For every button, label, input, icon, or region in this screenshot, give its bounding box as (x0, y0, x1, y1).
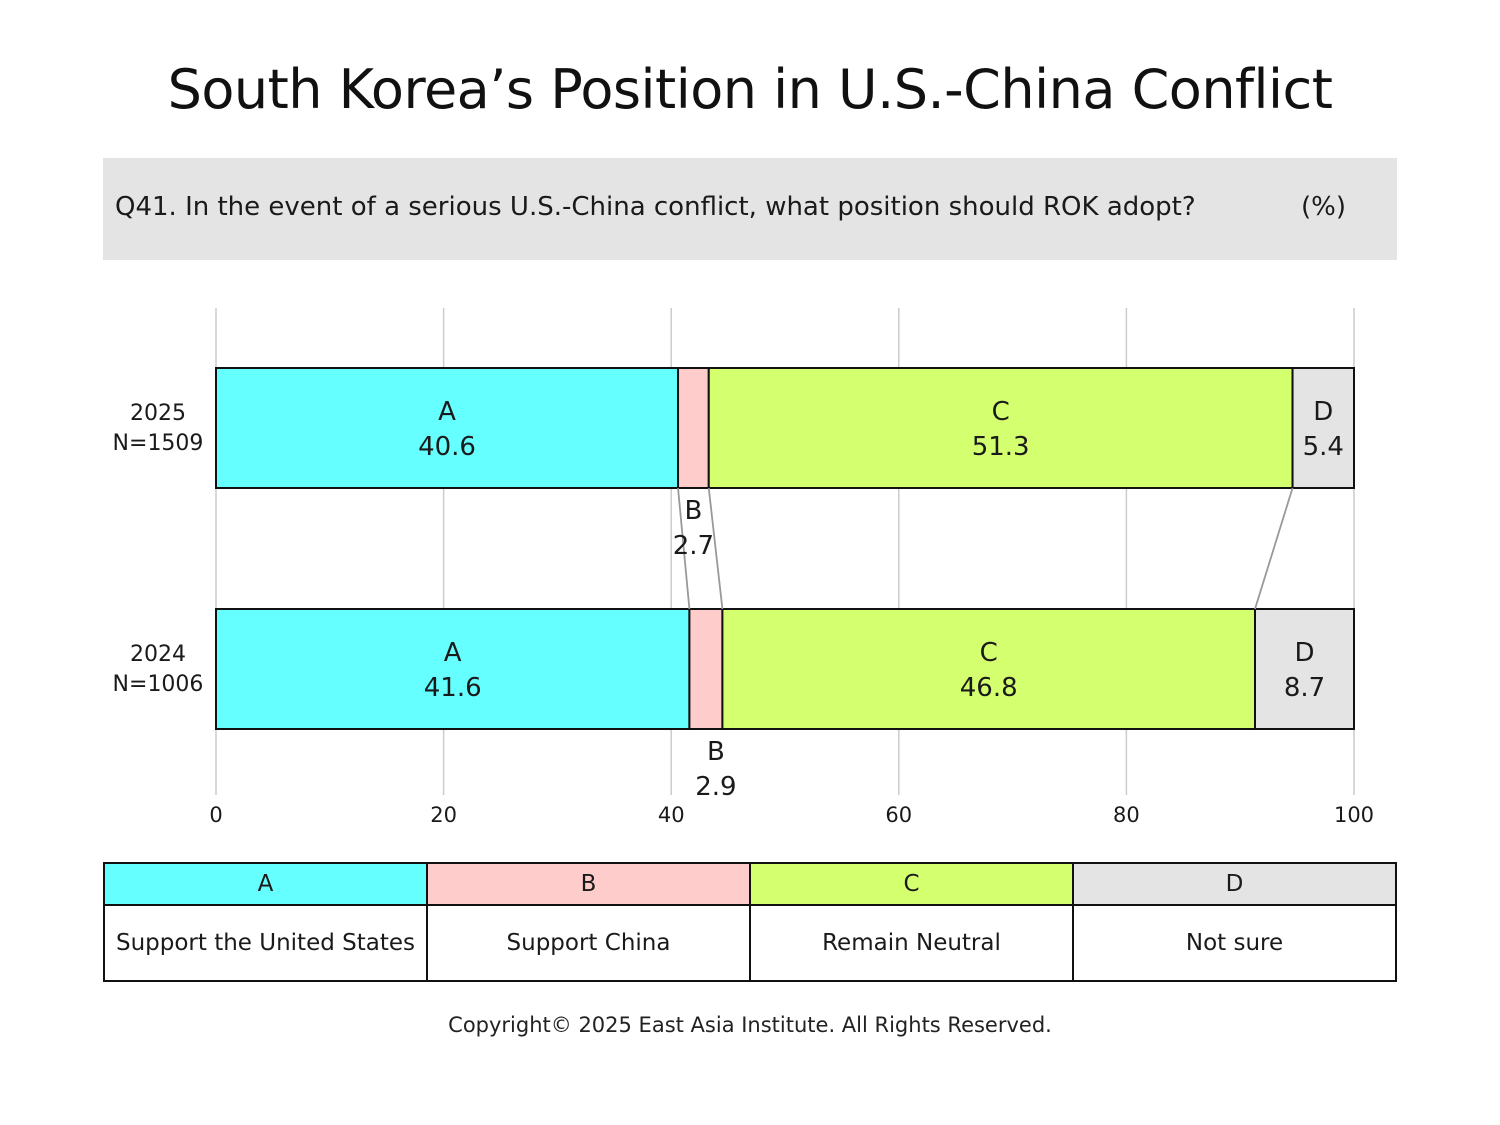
connector-line-1 (677, 487, 691, 610)
segment-key-a-2024: A (444, 638, 462, 668)
question-banner: Q41. In the event of a serious U.S.-Chin… (103, 158, 1397, 260)
legend-label-row: Support the United States Support China … (103, 904, 1397, 982)
connector-line-2 (707, 487, 724, 610)
row-label-year-2024: 2024 (130, 642, 186, 667)
bar-segment-a-2024 (215, 608, 691, 730)
row-label-year-2025: 2025 (130, 401, 186, 426)
segment-key-d-2025: D (1313, 397, 1333, 427)
legend-key-d: D (1072, 862, 1397, 906)
segment-key-b-2024: B (707, 737, 725, 767)
bar-segment-a-2025 (215, 367, 680, 489)
chart-title: South Korea’s Position in U.S.-China Con… (167, 58, 1333, 121)
segment-key-c-2025: C (992, 397, 1010, 427)
row-label-n-2024: N=1006 (113, 672, 204, 697)
question-text: Q41. In the event of a serious U.S.-Chin… (115, 192, 1196, 222)
data-label-d-2025: 5.4 (1303, 432, 1344, 462)
row-label-n-2025: N=1509 (113, 431, 204, 456)
unit-label: (%) (1301, 192, 1346, 222)
x-tick-label-40: 40 (658, 803, 685, 827)
bar-segment-d-2024 (1253, 608, 1356, 730)
segment-key-a-2025: A (438, 397, 456, 427)
data-label-b-2025: 2.7 (673, 531, 714, 561)
legend-key-c: C (749, 862, 1074, 906)
x-tick-label-0: 0 (209, 803, 222, 827)
data-label-c-2025: 51.3 (972, 432, 1030, 462)
legend-key-row: A B C D (103, 862, 1397, 906)
segment-key-d-2024: D (1294, 638, 1314, 668)
data-label-b-2024: 2.9 (695, 772, 736, 802)
legend-key-b: B (426, 862, 751, 906)
x-tick-label-20: 20 (430, 803, 457, 827)
legend-label-a: Support the United States (103, 904, 428, 982)
data-label-c-2024: 46.8 (960, 673, 1018, 703)
x-tick-label-100: 100 (1334, 803, 1374, 827)
bar-segment-b-2025 (677, 367, 710, 489)
legend-key-a: A (103, 862, 428, 906)
segment-key-b-2025: B (684, 496, 702, 526)
data-label-d-2024: 8.7 (1284, 673, 1325, 703)
segment-key-c-2024: C (980, 638, 998, 668)
bar-segment-c-2025 (707, 367, 1294, 489)
connector-line-3 (1254, 487, 1294, 610)
legend-label-c: Remain Neutral (749, 904, 1074, 982)
x-tick-label-60: 60 (885, 803, 912, 827)
bar-segment-b-2024 (688, 608, 724, 730)
legend-label-d: Not sure (1072, 904, 1397, 982)
legend-label-b: Support China (426, 904, 751, 982)
x-tick-label-80: 80 (1113, 803, 1140, 827)
data-label-a-2025: 40.6 (418, 432, 476, 462)
legend-table: A B C D Support the United States Suppor… (103, 862, 1397, 982)
data-label-a-2024: 41.6 (424, 673, 482, 703)
bar-segment-c-2024 (721, 608, 1256, 730)
bar-segment-d-2025 (1291, 367, 1355, 489)
copyright-notice: Copyright© 2025 East Asia Institute. All… (448, 1013, 1052, 1037)
